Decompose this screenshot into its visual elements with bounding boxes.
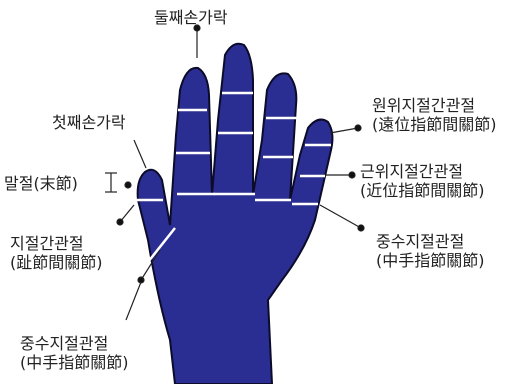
label-pip-line1: 근위지절간관절 [360, 162, 464, 181]
label-dip-joint: 원위지절간관절 (遠位指節間關節) [372, 96, 497, 134]
label-first-finger: 첫째손가락 [52, 113, 126, 132]
label-mcp-right-line1: 중수지절관절 [376, 232, 465, 251]
label-mcp-left-line2: (中手指節關節) [20, 353, 129, 372]
label-pip-joint: 근위지절간관절 (近位指節間關節) [360, 162, 485, 200]
label-ip-joint-line2: (趾節間關節) [10, 253, 103, 272]
joint-line [147, 227, 176, 263]
label-pip-line2: (近位指節間關節) [360, 181, 485, 200]
label-ip-joint: 지절간관절 (趾節間關節) [10, 234, 103, 272]
label-mcp-joint-right: 중수지절관절 (中手指節關節) [376, 232, 485, 270]
joint-lines [137, 91, 331, 263]
label-dip-line1: 원위지절간관절 [372, 96, 476, 115]
label-ip-joint-line1: 지절간관절 [10, 234, 84, 253]
label-mcp-joint-left: 중수지절관절 (中手指節關節) [20, 334, 129, 372]
label-second-finger: 둘째손가락 [154, 8, 228, 27]
label-dip-line2: (遠位指節間關節) [372, 115, 497, 134]
hand-shape [136, 42, 334, 385]
leader-lines [105, 24, 365, 321]
label-mcp-left-line1: 중수지절관절 [20, 334, 109, 353]
label-mcp-right-line2: (中手指節關節) [376, 251, 485, 270]
label-distal-phalanx: 말절(末節) [4, 174, 78, 193]
